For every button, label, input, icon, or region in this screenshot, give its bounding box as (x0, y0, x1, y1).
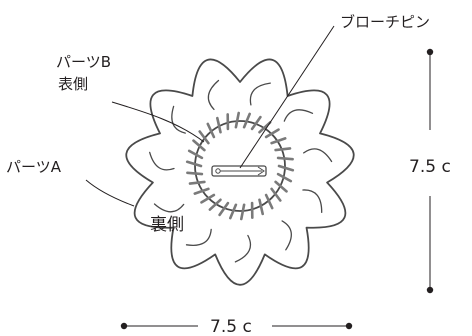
width-dimension-label: 7.5 c (210, 317, 252, 336)
stitch-mark (198, 130, 210, 145)
height-dimension-label: 7.5 c (409, 157, 451, 177)
stitch-mark (193, 187, 210, 195)
label-part-b: パーツB (56, 53, 111, 71)
stitch-mark (208, 198, 222, 211)
stitch-mark (274, 147, 292, 152)
stitch-mark (264, 128, 280, 139)
stitch-mark (276, 156, 294, 161)
part-a-flower-outline (125, 58, 355, 286)
petal-fold-line (185, 228, 212, 246)
label-back-side: 裏側 (150, 214, 184, 235)
stitch-mark (200, 193, 216, 204)
stitch-mark (206, 122, 216, 139)
stitch-mark (270, 137, 287, 145)
stitch-mark (276, 172, 293, 183)
stitch-mark (264, 193, 274, 210)
brooch-pin-icon (211, 165, 267, 177)
leader-lines (85, 25, 335, 207)
stitch-mark (185, 160, 203, 168)
label-brooch-pin: ブローチピン (340, 13, 430, 31)
petal-fold-line (302, 189, 323, 214)
stitch-marks (185, 111, 295, 221)
stitch-mark (218, 201, 230, 217)
petal-fold-line (234, 234, 252, 263)
stitch-mark (187, 149, 204, 160)
stitch-mark (277, 164, 295, 172)
width-dimension: 7.5 c (120, 317, 353, 336)
stitch-mark (258, 121, 272, 134)
stitch-mark (186, 171, 204, 176)
petal-fold-line (149, 151, 175, 171)
stitch-mark (240, 203, 246, 221)
stitch-mark (270, 187, 282, 202)
petal-fold-line (207, 79, 220, 111)
petal-fold-line (281, 220, 292, 251)
leader-part-b (111, 101, 205, 143)
leader-part-a (85, 179, 135, 207)
stitch-mark (274, 180, 288, 193)
dimension-dot-icon (345, 322, 353, 330)
stitch-mark (229, 203, 238, 220)
height-dimension: 7.5 c (409, 48, 451, 294)
stitch-mark (258, 198, 265, 216)
petal-fold-line (303, 148, 333, 163)
leader-brooch-pin (239, 25, 335, 169)
stitch-mark (188, 180, 206, 185)
petal-fold-lines (149, 79, 333, 263)
petal-fold-line (153, 203, 185, 213)
dimension-dot-icon (426, 48, 434, 56)
stitch-mark (216, 116, 222, 134)
label-part-a: パーツA (6, 158, 62, 176)
stitch-mark (234, 111, 240, 129)
petal-fold-line (283, 109, 314, 122)
dimension-dot-icon (426, 286, 434, 294)
label-part-b-front: 表側 (58, 75, 88, 93)
stitch-mark (242, 112, 251, 129)
stitch-mark (192, 139, 206, 152)
stitch-mark (250, 115, 262, 131)
dimension-dot-icon (120, 322, 128, 330)
petal-fold-line (249, 82, 271, 106)
